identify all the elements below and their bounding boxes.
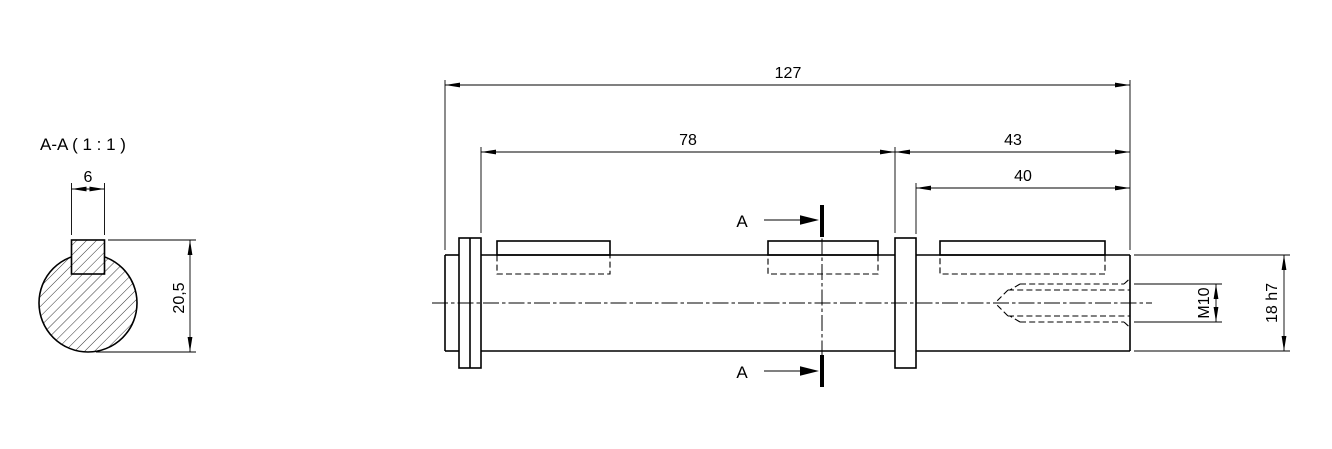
drill-cone-bottom <box>994 302 1009 317</box>
dim-overall-label: 127 <box>775 65 802 82</box>
keyway-cross-section <box>70 239 106 275</box>
keyseat-2 <box>767 240 879 275</box>
dim-diameter-label: 18 h7 <box>1264 283 1281 323</box>
dim-section-height: 20,5 <box>96 239 196 353</box>
dim-keyseat-label: 40 <box>1014 168 1032 185</box>
dim-left-label: 78 <box>679 132 697 149</box>
dim-keyway-width-label: 6 <box>84 169 93 186</box>
key-visible <box>767 240 879 256</box>
dim-thread-label: M10 <box>1196 287 1213 318</box>
dim-left-span: 78 <box>480 132 896 233</box>
cut-arrowhead-top <box>800 215 819 225</box>
thread-runout-bottom <box>1009 315 1021 323</box>
section-cut-line: A A <box>736 205 824 387</box>
section-view-title: A-A ( 1 : 1 ) <box>40 135 126 154</box>
dim-keyseat-span: 40 <box>915 168 1130 234</box>
dim-right-label: 43 <box>1004 132 1022 149</box>
key-visible <box>939 240 1106 256</box>
keyseat-hidden <box>496 254 611 275</box>
cut-arrowhead-bottom <box>800 366 819 376</box>
keyseat-3 <box>939 240 1106 275</box>
thread-hole-m10 <box>994 278 1131 328</box>
section-label-top: A <box>736 212 748 231</box>
dim-overall-length: 127 <box>444 65 1131 250</box>
dim-diameter-18h7: 18 h7 <box>1134 254 1290 352</box>
keyseat-hidden <box>767 254 879 275</box>
section-label-bottom: A <box>736 363 748 382</box>
section-view: A-A ( 1 : 1 ) 6 20,5 <box>38 135 196 353</box>
dim-keyway-width: 6 <box>71 169 105 235</box>
main-view: A A 127 78 43 40 <box>432 65 1290 387</box>
dim-thread-m10: M10 <box>1134 283 1222 323</box>
thread-runout-top <box>1009 283 1021 291</box>
dim-section-height-label: 20,5 <box>171 282 188 313</box>
entry-chamfer-bottom <box>1123 321 1131 328</box>
drill-cone-top <box>994 289 1009 304</box>
collar <box>894 237 917 369</box>
keyseat-1 <box>496 240 611 275</box>
dim-right-span: 43 <box>895 132 1130 155</box>
entry-chamfer-top <box>1123 278 1131 285</box>
